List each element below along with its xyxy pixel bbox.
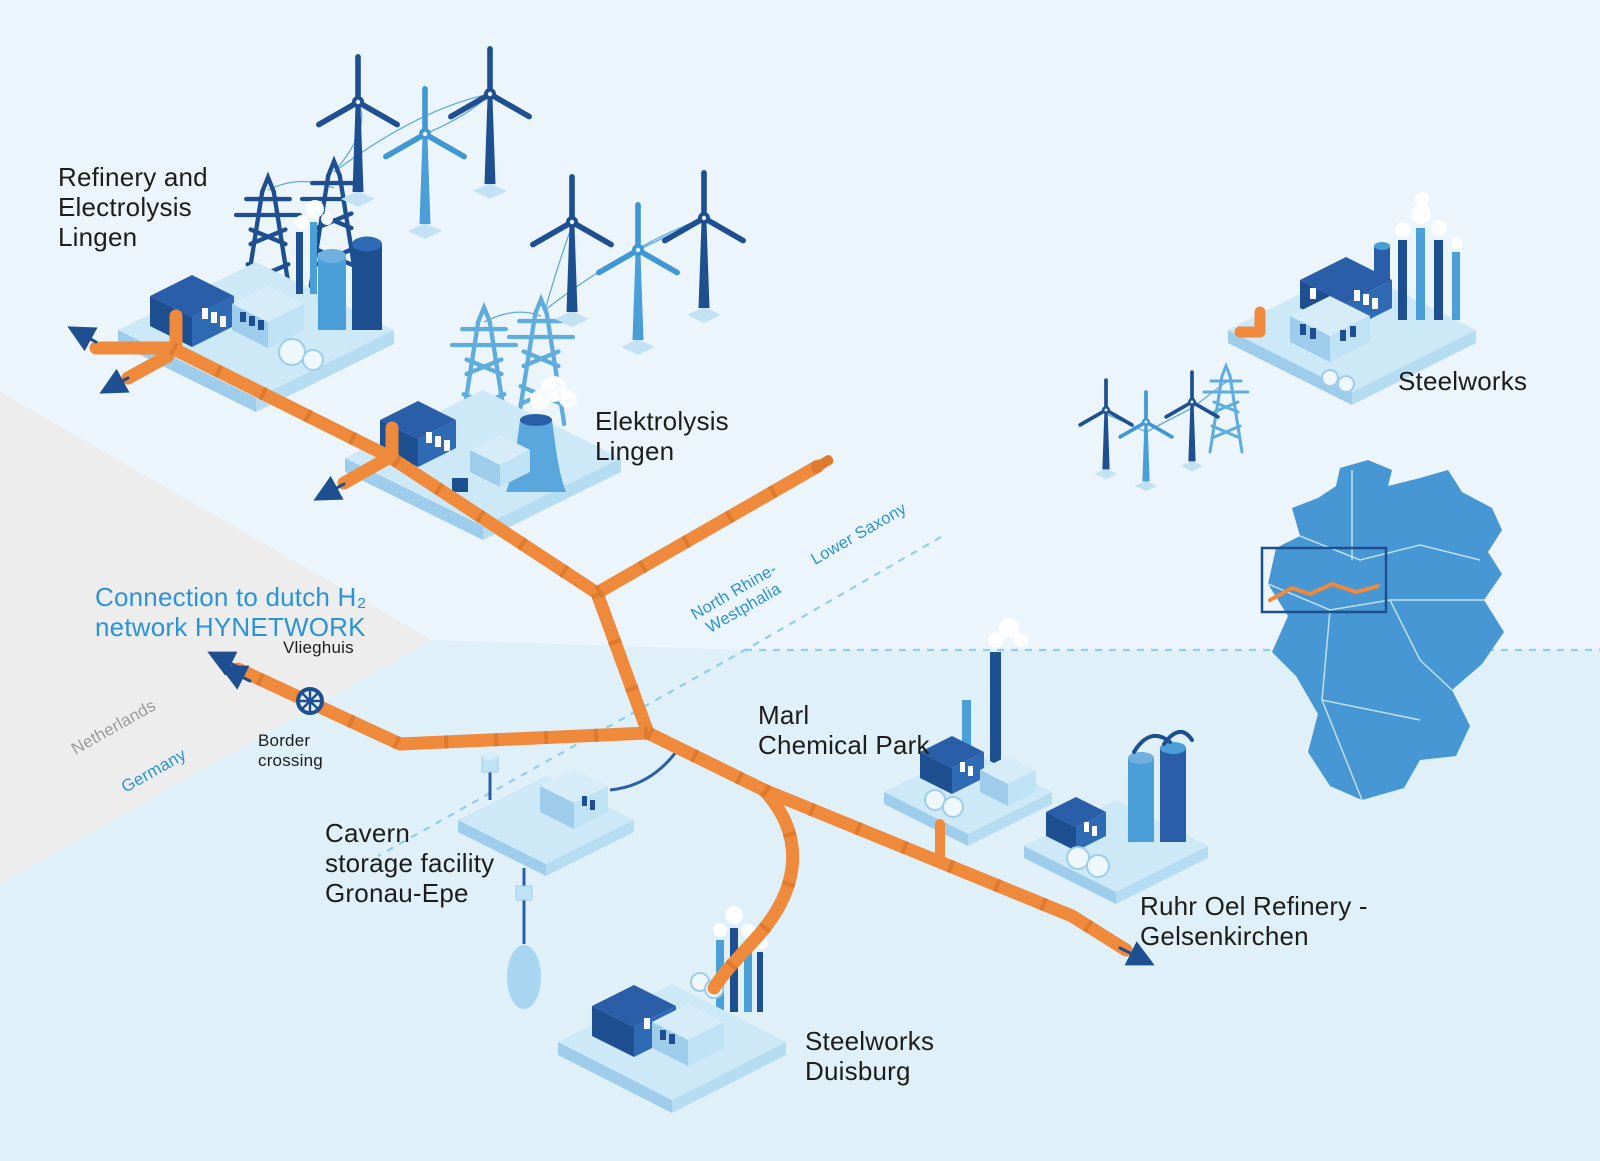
underground-cavern (507, 945, 541, 1009)
map-highlight-rectangle (1260, 546, 1388, 614)
smoke (988, 618, 1028, 648)
map-state-borders (1267, 470, 1484, 801)
steelworks-label: Steelworks (1398, 366, 1528, 396)
valve-icon (296, 687, 324, 715)
elektrolysis-lingen-illustration (345, 376, 621, 540)
flow-arrow-icon (219, 665, 252, 690)
cavern-storage-illustration (458, 751, 678, 1009)
flow-arrow-icon (67, 326, 98, 352)
pipe-elektrolysis-stub (337, 450, 397, 490)
map-route-highlight (1268, 581, 1380, 602)
refinery-lingen-label: Refinery and Electrolysis Lingen (58, 162, 208, 253)
steam (530, 376, 577, 410)
pipe-border-branch (231, 662, 655, 751)
pipe-trunk-mid (590, 586, 655, 740)
marl-chemical-park-label: Marl Chemical Park (758, 700, 930, 761)
steelworks-duisburg-illustration (558, 906, 786, 1113)
flow-arrows (67, 326, 1155, 966)
ruhr-oel-refinery-illustration (1024, 730, 1208, 904)
pipeline-network (89, 309, 1133, 995)
marl-chemical-park-illustration (884, 618, 1052, 846)
refinery-electrolysis-lingen-illustration (118, 200, 394, 412)
ruhr-oel-refinery-label: Ruhr Oel Refinery - Gelsenkirchen (1140, 891, 1368, 952)
cavern-storage-label: Cavern storage facility Gronau-Epe (325, 818, 495, 909)
vlieghuis-label: Vlieghuis (283, 638, 354, 657)
pipe-refinery-stub (121, 349, 175, 385)
pipeline-end-cap (810, 455, 834, 473)
elektrolysis-lingen-label: Elektrolysis Lingen (595, 406, 729, 467)
state-border-dashed-line (377, 536, 1600, 857)
hynetwork-connection-label: Connection to dutch H₂ network HYNETWORK (95, 582, 367, 643)
smoke (295, 200, 333, 229)
border-crossing-label: Border crossing (258, 731, 323, 771)
pipe-marl-gelsenkirchen (757, 783, 1133, 957)
smoke (1395, 192, 1463, 249)
flow-arrow-icon (99, 368, 130, 394)
pipe-trunk-low (641, 726, 771, 797)
flow-arrow-icon (1118, 941, 1155, 966)
steelworks-illustration (1228, 192, 1476, 405)
netherlands-region (0, 392, 432, 884)
smoke (713, 906, 768, 949)
germany-map (1260, 460, 1504, 801)
pipe-duisburg (707, 783, 799, 995)
flow-arrow-icon (313, 475, 346, 501)
pipe-trunk-upper (590, 459, 825, 600)
flow-arrow-icon (207, 651, 240, 676)
steelworks-duisburg-label: Steelworks Duisburg (805, 1026, 935, 1087)
